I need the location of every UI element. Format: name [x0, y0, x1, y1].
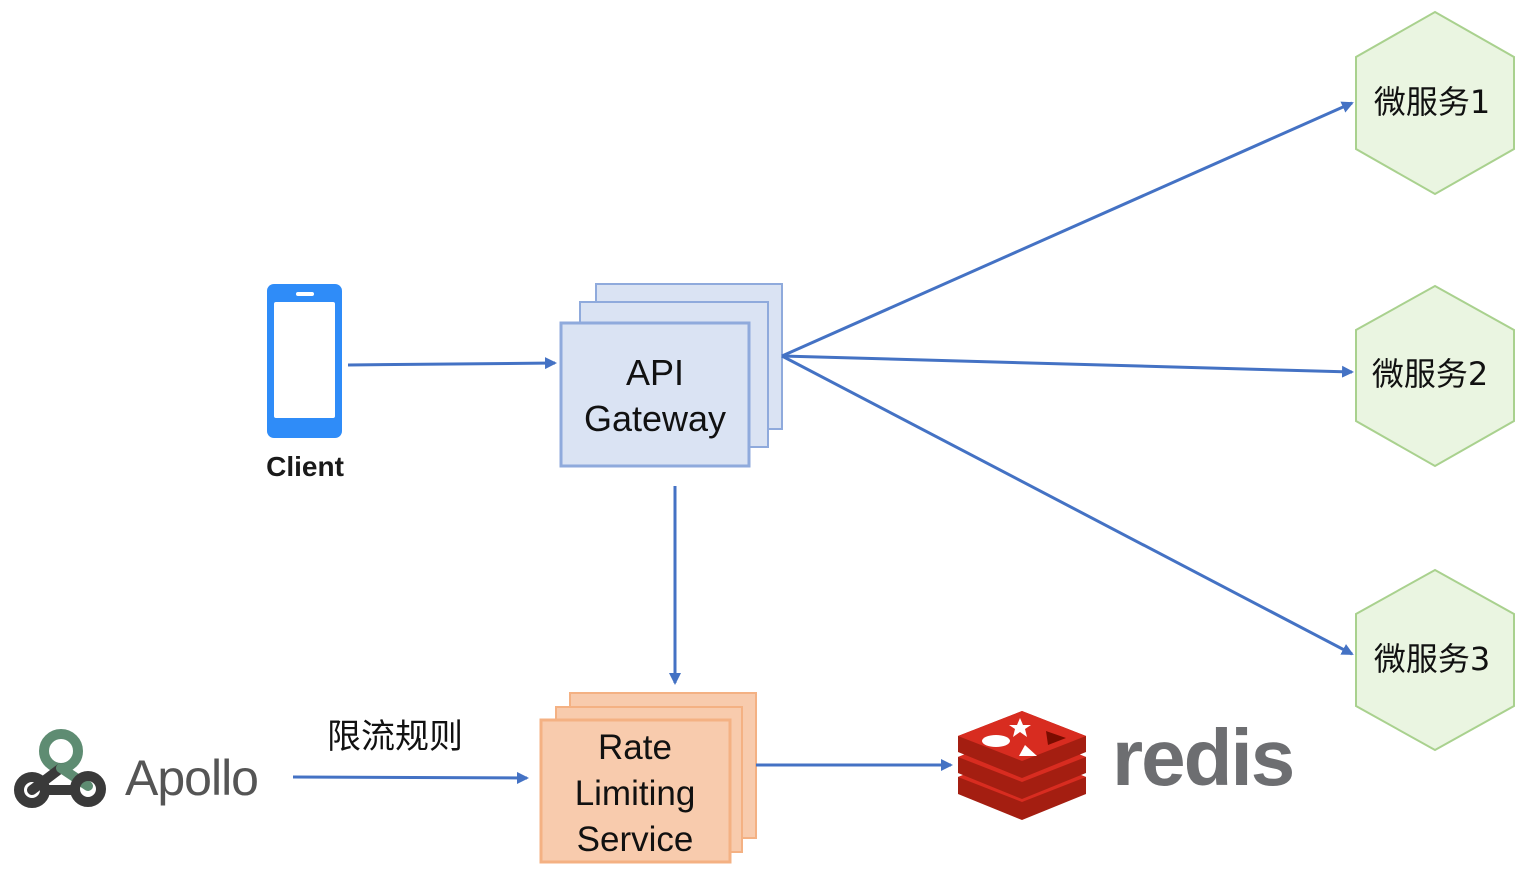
apollo-to-rate-limiter-arrow — [292, 771, 529, 784]
client-label: Client — [266, 451, 344, 482]
rate-label-line3: Service — [577, 820, 694, 859]
hexagon-shape — [1355, 284, 1515, 468]
rate-limiting-service-node[interactable]: Rate Limiting Service — [539, 692, 757, 864]
rate-label-line1: Rate — [598, 728, 672, 767]
gateway-to-service-1-arrow — [781, 101, 1354, 358]
gateway-label-line2: Gateway — [584, 398, 726, 439]
client-to-gateway-arrow — [347, 357, 557, 370]
microservice-3-node[interactable]: 微服务3 — [1355, 568, 1515, 752]
smartphone-icon — [267, 284, 342, 438]
microservice-2-label: 微服务2 — [1372, 355, 1488, 393]
gateway-to-service-3-arrow — [781, 354, 1354, 656]
microservice-1-label: 微服务1 — [1374, 83, 1490, 121]
client-node[interactable]: Client — [266, 284, 344, 482]
connectors — [292, 101, 1354, 784]
redis-logo-icon — [958, 711, 1086, 820]
hexagon-shape — [1355, 568, 1515, 752]
api-gateway-node[interactable]: API Gateway — [559, 283, 783, 468]
hexagon-shape — [1355, 10, 1515, 196]
apollo-node[interactable]: Apollo — [14, 729, 259, 808]
microservice-3-label: 微服务3 — [1374, 640, 1490, 678]
redis-node[interactable]: redis — [958, 711, 1295, 820]
gateway-label-line1: API — [626, 352, 684, 393]
redis-label: redis — [1112, 713, 1293, 802]
apollo-label: Apollo — [125, 750, 258, 806]
apollo-logo-icon — [14, 729, 106, 808]
rate-front-card — [539, 718, 732, 864]
rate-limit-rules-label: 限流规则 — [327, 717, 463, 757]
microservice-2-node[interactable]: 微服务2 — [1355, 284, 1515, 468]
rate-label-line2: Limiting — [575, 774, 696, 813]
gateway-to-service-2-arrow — [781, 354, 1354, 378]
gateway-front-card — [559, 321, 751, 468]
microservice-1-node[interactable]: 微服务1 — [1355, 10, 1515, 196]
